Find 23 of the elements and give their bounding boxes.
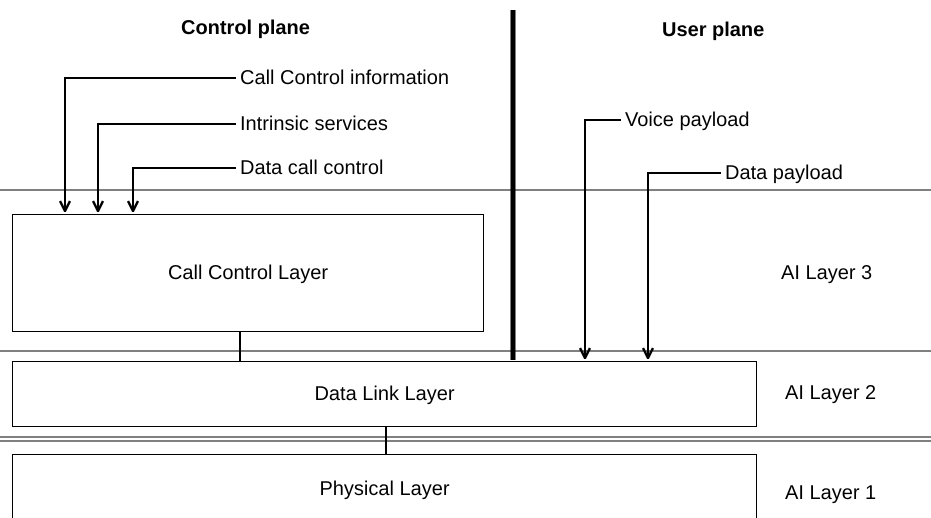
flow-label: Intrinsic services	[240, 112, 388, 136]
layer-label: AI Layer 3	[781, 261, 872, 285]
plane-heading: User plane	[662, 18, 764, 42]
layer-box	[12, 214, 484, 332]
flow-label: Call Control information	[240, 66, 449, 90]
arrow	[92, 123, 236, 212]
arrow	[126, 167, 236, 212]
arrow	[642, 172, 721, 360]
layer-label: AI Layer 2	[785, 381, 876, 405]
layer-name: Call Control Layer	[168, 262, 328, 284]
flow-label: Data payload	[725, 161, 843, 185]
layer-label: AI Layer 1	[785, 481, 876, 505]
connector-line	[385, 427, 387, 454]
connector-line	[239, 332, 241, 361]
layer-name: Physical Layer	[319, 478, 450, 500]
arrow	[58, 77, 236, 212]
flow-label: Voice payload	[625, 108, 750, 132]
plane-heading: Control plane	[181, 16, 310, 40]
arrow	[578, 119, 621, 360]
layer-name: Data Link Layer	[314, 382, 455, 406]
layer-box	[12, 454, 757, 518]
layer-box	[12, 361, 757, 427]
flow-label: Data call control	[240, 156, 384, 180]
